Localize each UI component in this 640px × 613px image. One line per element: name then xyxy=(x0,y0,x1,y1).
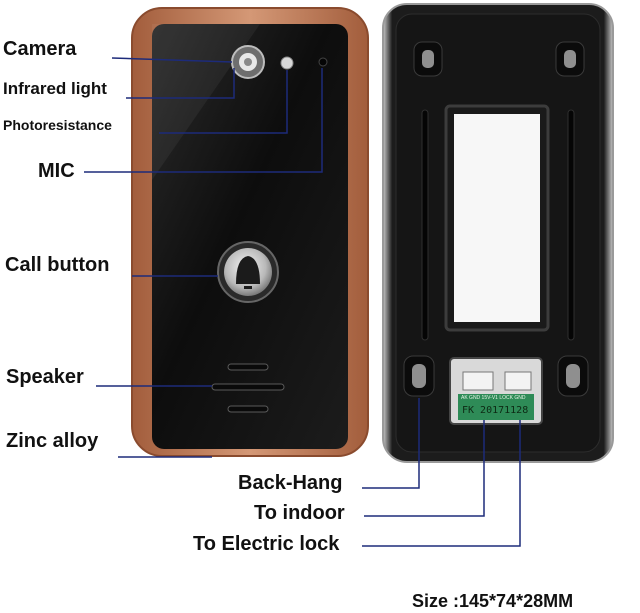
back-center-window-label xyxy=(454,114,540,322)
bell-icon xyxy=(236,256,260,289)
label-zinc-alloy: Zinc alloy xyxy=(6,430,99,452)
camera-lens-pupil xyxy=(244,58,252,66)
to-electric-lock-leader xyxy=(362,420,521,547)
back-unit xyxy=(382,3,614,463)
pcb-code: FK 20171128 xyxy=(462,405,529,416)
mount-hole-top-left-inner xyxy=(422,50,434,68)
speaker-slot-2 xyxy=(211,383,285,391)
pcb-board xyxy=(458,394,534,420)
label-size: Size :145*74*28MM xyxy=(412,591,574,611)
speaker-slot-3 xyxy=(227,405,269,413)
connector-left xyxy=(462,371,494,391)
label-to-indoor: To indoor xyxy=(254,502,345,524)
label-to-electric-lock: To Electric lock xyxy=(193,533,340,555)
label-infrared-light: Infrared light xyxy=(3,79,107,98)
to-indoor-leader xyxy=(364,420,485,517)
label-mic: MIC xyxy=(38,160,75,182)
front-panel xyxy=(152,24,348,449)
mic-hole xyxy=(318,57,328,67)
back-hang-leader xyxy=(362,398,420,489)
label-speaker: Speaker xyxy=(6,366,84,388)
label-back-hang: Back-Hang xyxy=(238,472,343,494)
pcb-pin-labels: AK GND 15V-V1 LOCK GND xyxy=(461,395,526,401)
front-unit xyxy=(131,7,369,457)
side-rail-left xyxy=(421,109,429,341)
side-rail-right xyxy=(567,109,575,341)
label-call-button: Call button xyxy=(5,254,110,276)
leader-lines xyxy=(84,57,521,547)
mic-leader xyxy=(84,68,323,173)
label-photoresistance: Photoresistance xyxy=(3,117,112,133)
connector-right xyxy=(504,371,532,391)
back-hang-left-inner xyxy=(412,364,426,388)
camera-leader xyxy=(111,57,233,63)
photoresistance-leader xyxy=(159,70,288,134)
infrared-leader xyxy=(126,68,235,99)
speaker-slot-1 xyxy=(227,363,269,371)
mount-hole-top-right-inner xyxy=(564,50,576,68)
back-hang-right-inner xyxy=(566,364,580,388)
infrared-light xyxy=(280,56,294,70)
label-camera: Camera xyxy=(3,38,77,60)
